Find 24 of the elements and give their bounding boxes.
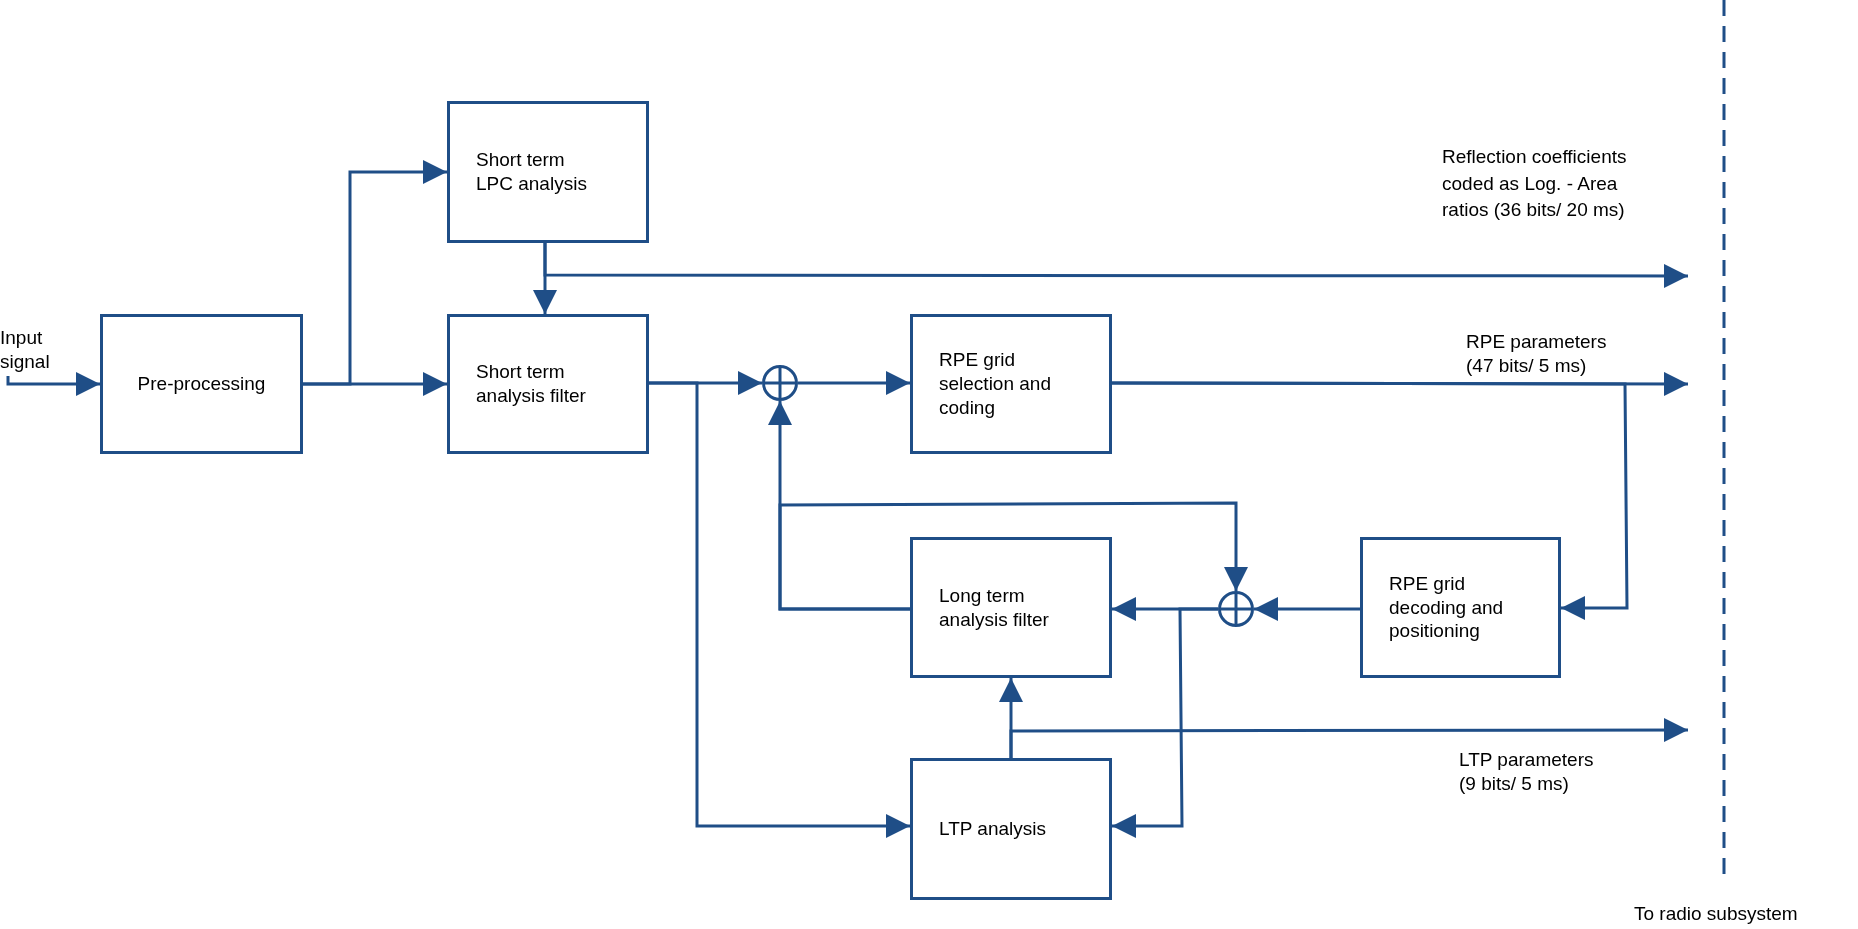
summing-junction xyxy=(1218,591,1254,627)
arrow xyxy=(303,372,447,396)
arrow xyxy=(1009,718,1688,758)
output-label: LTP parameters (9 bits/ 5 ms) xyxy=(1459,748,1595,796)
arrow xyxy=(649,381,910,838)
arrow xyxy=(778,501,1248,611)
arrow xyxy=(1254,597,1360,621)
arrow xyxy=(1112,381,1629,620)
process-box: RPE grid decoding and positioning xyxy=(1360,537,1561,678)
destination-label: To radio subsystem xyxy=(1634,902,1798,926)
summing-junction xyxy=(762,365,798,401)
output-label: RPE parameters (47 bits/ 5 ms) xyxy=(1466,330,1608,378)
arrow xyxy=(6,372,100,396)
arrow xyxy=(1112,607,1218,838)
process-box: Long term analysis filter xyxy=(910,537,1112,678)
process-box: LTP analysis xyxy=(910,758,1112,900)
process-box: Short term analysis filter xyxy=(447,314,649,454)
arrow xyxy=(798,371,910,395)
arrow xyxy=(543,243,1688,288)
process-box: Short term LPC analysis xyxy=(447,101,649,243)
process-box: Pre-processing xyxy=(100,314,303,454)
process-box: RPE grid selection and coding xyxy=(910,314,1112,454)
output-label: Reflection coefficients coded as Log. - Area ratios (36 bits/ 20 ms) xyxy=(1442,145,1628,223)
input-label: Input signal xyxy=(0,326,80,376)
